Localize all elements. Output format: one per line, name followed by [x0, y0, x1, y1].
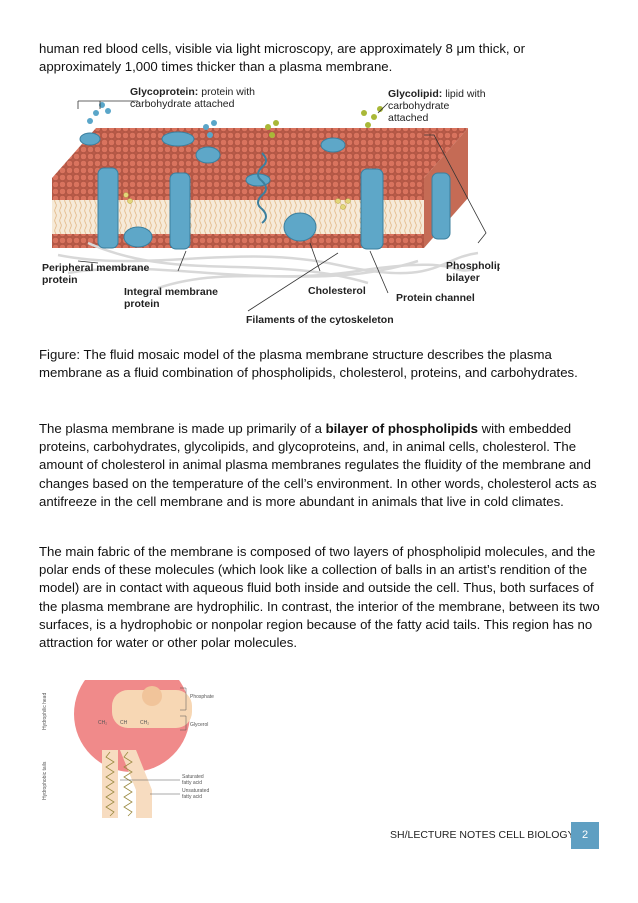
saturated-label-2: fatty acid — [182, 780, 202, 786]
intro-paragraph: human red blood cells, visible via light… — [39, 41, 525, 75]
cholesterol-label: Cholesterol — [308, 285, 366, 297]
glycoprotein — [195, 146, 221, 164]
glycolipid-label-3: attached — [388, 112, 428, 124]
phosphate-region — [112, 690, 192, 728]
phospholipid-bilayer-label-2: bilayer — [446, 272, 480, 284]
coiled-protein — [257, 152, 267, 224]
figure-caption: Figure: The fluid mosaic model of the pl… — [39, 347, 578, 381]
fluid-mosaic-figure: Glycoprotein:protein with carbohydrate a… — [42, 86, 500, 326]
unsaturated-label: Unsaturated — [182, 788, 209, 794]
phosphate-label: Phosphate — [190, 694, 214, 700]
cytoskeleton-filaments — [57, 241, 479, 290]
peripheral-protein-label-2: protein — [42, 274, 78, 286]
glycoprotein-label-2: carbohydrate attached — [130, 98, 235, 110]
bilayer-bold-term: bilayer of phospholipids — [325, 421, 478, 436]
unsaturated-label-2: fatty acid — [182, 794, 202, 800]
bilayer-text-2: with embedded proteins, carbohydrates, g… — [39, 421, 597, 509]
glycolipid-label: Glycolipid:lipid with — [388, 88, 486, 100]
saturated-label: Saturated — [182, 774, 204, 780]
integral-protein-label-2: protein — [124, 298, 160, 310]
phospholipid-bilayer-label: Phospholipid — [446, 260, 500, 272]
peripheral-protein — [320, 137, 346, 153]
glycoprotein — [79, 132, 101, 146]
bilayer-text-1: The plasma membrane is made up primarily… — [39, 421, 326, 436]
peripheral-protein — [161, 131, 195, 147]
integral-protein — [169, 172, 191, 250]
membrane-fabric-paragraph: The main fabric of the membrane is compo… — [39, 544, 600, 651]
protein-channel-label: Protein channel — [396, 292, 475, 304]
glycolipid-label-2: carbohydrate — [388, 100, 449, 112]
peripheral-protein — [123, 226, 153, 248]
peripheral-protein-label: Peripheral membrane — [42, 262, 150, 274]
carbohydrate-chains — [87, 102, 383, 138]
protein-channel — [360, 168, 384, 250]
hydrophilic-head-label: Hydrophilic head — [42, 693, 48, 730]
footer-text: SH/LECTURE NOTES CELL BIOLOGY — [390, 829, 575, 841]
embedded-protein — [283, 212, 317, 242]
glycoprotein-label: Glycoprotein:protein with — [130, 86, 255, 98]
bilayer-paragraph: The plasma membrane is made up primarily… — [39, 420, 605, 511]
integral-protein-label: Integral membrane — [124, 286, 218, 298]
page-number: 2 — [571, 822, 599, 849]
integral-protein — [97, 167, 119, 249]
integral-protein — [431, 172, 451, 240]
hydrophobic-tails-label: Hydrophobic tails — [42, 761, 48, 800]
ch-label: CH — [120, 720, 128, 726]
ch2-label: CH₂ — [98, 720, 107, 726]
phospholipid-figure: CH₂ CH CH₂ Phosphate Glycerol Saturated … — [42, 680, 214, 818]
cholesterol-molecules — [123, 192, 351, 210]
filaments-label: Filaments of the cytoskeleton — [246, 314, 394, 326]
glycerol-label: Glycerol — [190, 722, 208, 728]
ch2b-label: CH₂ — [140, 720, 149, 726]
